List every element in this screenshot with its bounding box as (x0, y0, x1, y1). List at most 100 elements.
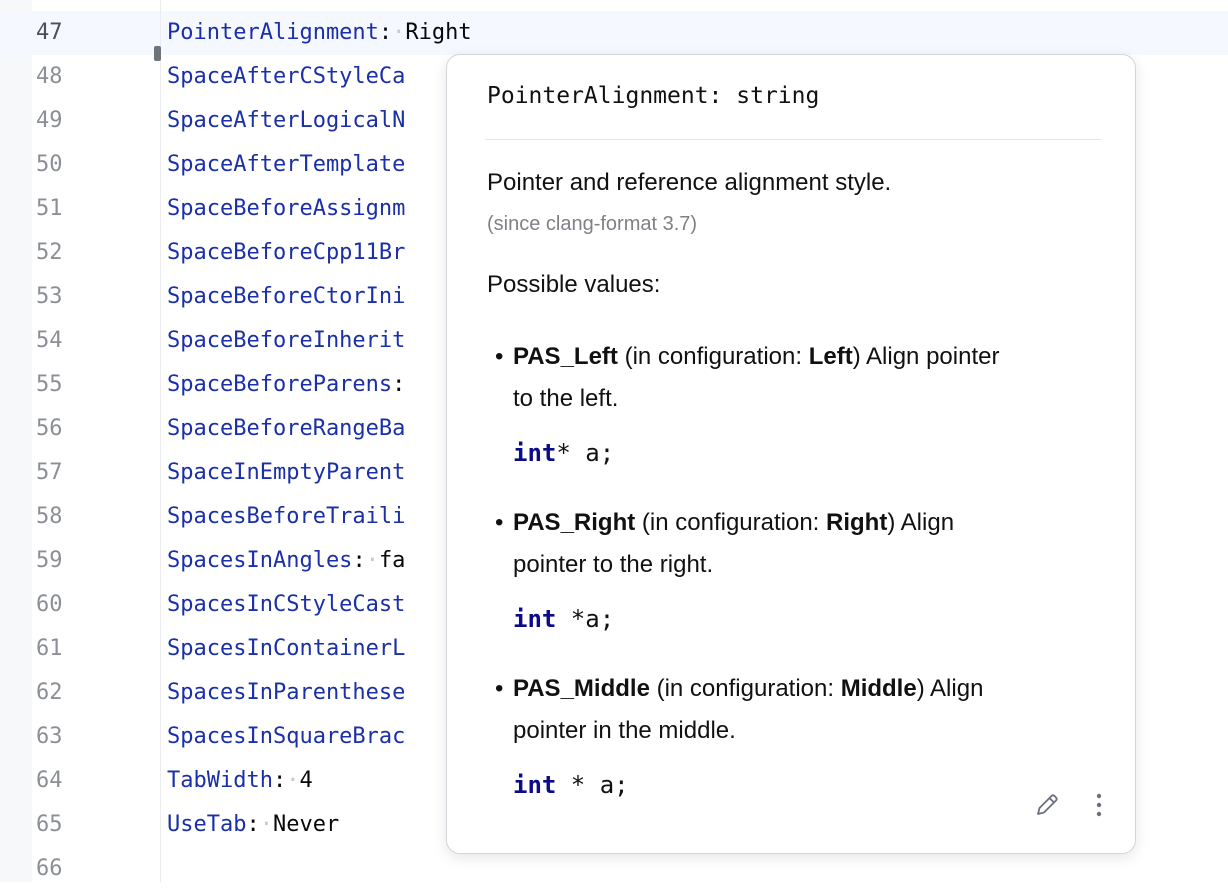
caret-line-highlight (0, 11, 1228, 55)
line-number[interactable]: 49 (36, 108, 63, 133)
option-sample: int *a; (513, 605, 614, 633)
line-number[interactable]: 52 (36, 240, 63, 265)
yaml-key: SpacesInSquareBrac (167, 724, 406, 749)
option-config-prefix: (in configuration: (656, 675, 841, 702)
option-config-suffix: ) (887, 509, 896, 536)
code-line[interactable]: SpaceAfterCStyleCa (167, 55, 405, 99)
code-line[interactable]: SpaceBeforeInherit (167, 319, 405, 363)
yaml-key: SpacesInParenthese (167, 680, 406, 705)
line-number[interactable]: 56 (36, 416, 63, 441)
pencil-icon-svg (1037, 794, 1058, 815)
option-name: PAS_Left (513, 343, 618, 370)
bullet-icon: • (495, 675, 504, 702)
sample-keyword: int (513, 605, 557, 633)
gutter-strip (0, 0, 32, 882)
popup-description: Pointer and reference alignment style. (487, 169, 892, 196)
yaml-key: SpacesInCStyleCast (167, 592, 406, 617)
option-desc-line2: to the left. (513, 385, 619, 412)
code-line[interactable]: SpacesInAngles:·fa (167, 539, 405, 583)
more-vertical-icon[interactable] (1083, 789, 1115, 821)
line-number[interactable]: 64 (36, 768, 63, 793)
code-line[interactable]: SpacesInParenthese (167, 671, 405, 715)
code-line[interactable]: SpaceBeforeCpp11Br (167, 231, 405, 275)
code-line[interactable]: SpaceBeforeAssignm (167, 187, 405, 231)
line-number[interactable]: 51 (36, 196, 63, 221)
code-line[interactable]: SpaceBeforeCtorIni (167, 275, 405, 319)
option-pas-left: • PAS_Left (in configuration: Left) Alig… (495, 336, 1085, 420)
code-line[interactable]: SpaceBeforeParens: (167, 363, 405, 407)
yaml-colon: : (378, 20, 393, 45)
line-number[interactable]: 60 (36, 592, 63, 617)
line-number[interactable]: 59 (36, 548, 63, 573)
line-number[interactable]: 65 (36, 812, 63, 837)
option-config-suffix: ) (916, 675, 925, 702)
code-line[interactable]: SpaceAfterLogicalN (167, 99, 405, 143)
yaml-key: SpacesBeforeTraili (167, 504, 406, 529)
yaml-key: SpaceAfterTemplate (167, 152, 406, 177)
yaml-key: SpaceAfterLogicalN (167, 108, 406, 133)
sample-keyword: int (513, 439, 557, 467)
code-line[interactable]: SpaceInEmptyParent (167, 451, 405, 495)
line-number[interactable]: 55 (36, 372, 63, 397)
yaml-colon: : (352, 548, 366, 573)
pencil-icon[interactable] (1031, 789, 1063, 821)
line-number[interactable]: 54 (36, 328, 63, 353)
option-desc-line1: Align (900, 509, 955, 536)
more-vertical-icon-svg (1096, 793, 1102, 817)
whitespace-marker: · (286, 768, 300, 793)
option-config: Right (826, 509, 888, 536)
option-desc-line2: pointer to the right. (513, 551, 714, 578)
option-desc-line2: pointer in the middle. (513, 717, 736, 744)
yaml-value: fa (378, 548, 406, 573)
yaml-key: SpacesInContainerL (167, 636, 406, 661)
yaml-key: TabWidth (167, 768, 273, 793)
option-name: PAS_Right (513, 509, 636, 536)
line-number[interactable]: 57 (36, 460, 63, 485)
documentation-popup: PointerAlignment: string Pointer and ref… (446, 54, 1136, 854)
whitespace-marker: · (259, 812, 273, 837)
code-line[interactable]: PointerAlignment:·Right (167, 11, 472, 55)
option-config: Middle (840, 675, 917, 702)
yaml-key: SpaceBeforeAssignm (167, 196, 406, 221)
code-line[interactable]: SpacesInSquareBrac (167, 715, 405, 759)
code-line[interactable]: SpaceAfterTemplate (167, 143, 405, 187)
yaml-key: SpaceBeforeRangeBa (167, 416, 406, 441)
yaml-key: SpaceBeforeInherit (167, 328, 406, 353)
option-pas-right: • PAS_Right (in configuration: Right) Al… (495, 502, 1085, 586)
option-config: Left (808, 343, 853, 370)
yaml-key: SpaceAfterCStyleCa (167, 64, 406, 89)
line-number[interactable]: 50 (36, 152, 63, 177)
code-line[interactable]: SpacesInContainerL (167, 627, 405, 671)
code-line[interactable]: SpacesInCStyleCast (167, 583, 405, 627)
line-number[interactable]: 62 (36, 680, 63, 705)
line-number[interactable]: 47 (36, 20, 63, 45)
code-line[interactable]: TabWidth:·4 (167, 759, 313, 803)
yaml-value: Never (272, 812, 340, 837)
yaml-key: UseTab (167, 812, 247, 837)
line-number[interactable]: 66 (36, 856, 63, 881)
code-line[interactable]: SpacesBeforeTraili (167, 495, 405, 539)
yaml-colon: : (272, 768, 287, 793)
gutter-separator (160, 0, 161, 882)
yaml-value: 4 (299, 768, 313, 793)
code-line[interactable]: UseTab:·Never (167, 803, 339, 847)
line-number[interactable]: 61 (36, 636, 63, 661)
option-config-prefix: (in configuration: (624, 343, 809, 370)
yaml-key: SpaceBeforeCpp11Br (167, 240, 406, 265)
line-number[interactable]: 53 (36, 284, 63, 309)
option-desc-line1: Align (930, 675, 984, 702)
line-number[interactable]: 63 (36, 724, 63, 749)
bullet-icon: • (495, 343, 504, 370)
possible-values-label: Possible values: (487, 271, 661, 298)
sample-rest: * a; (556, 771, 629, 799)
whitespace-marker: · (392, 20, 406, 45)
code-line[interactable]: SpaceBeforeRangeBa (167, 407, 405, 451)
option-config-prefix: (in configuration: (641, 509, 827, 536)
popup-since: (since clang-format 3.7) (487, 213, 698, 235)
option-pas-middle: • PAS_Middle (in configuration: Middle) … (495, 668, 1085, 752)
line-number[interactable]: 58 (36, 504, 63, 529)
line-number[interactable]: 48 (36, 64, 63, 89)
yaml-key: PointerAlignment (167, 20, 379, 45)
popup-header: PointerAlignment: string (487, 83, 820, 109)
yaml-key: SpaceBeforeCtorIni (167, 284, 406, 309)
